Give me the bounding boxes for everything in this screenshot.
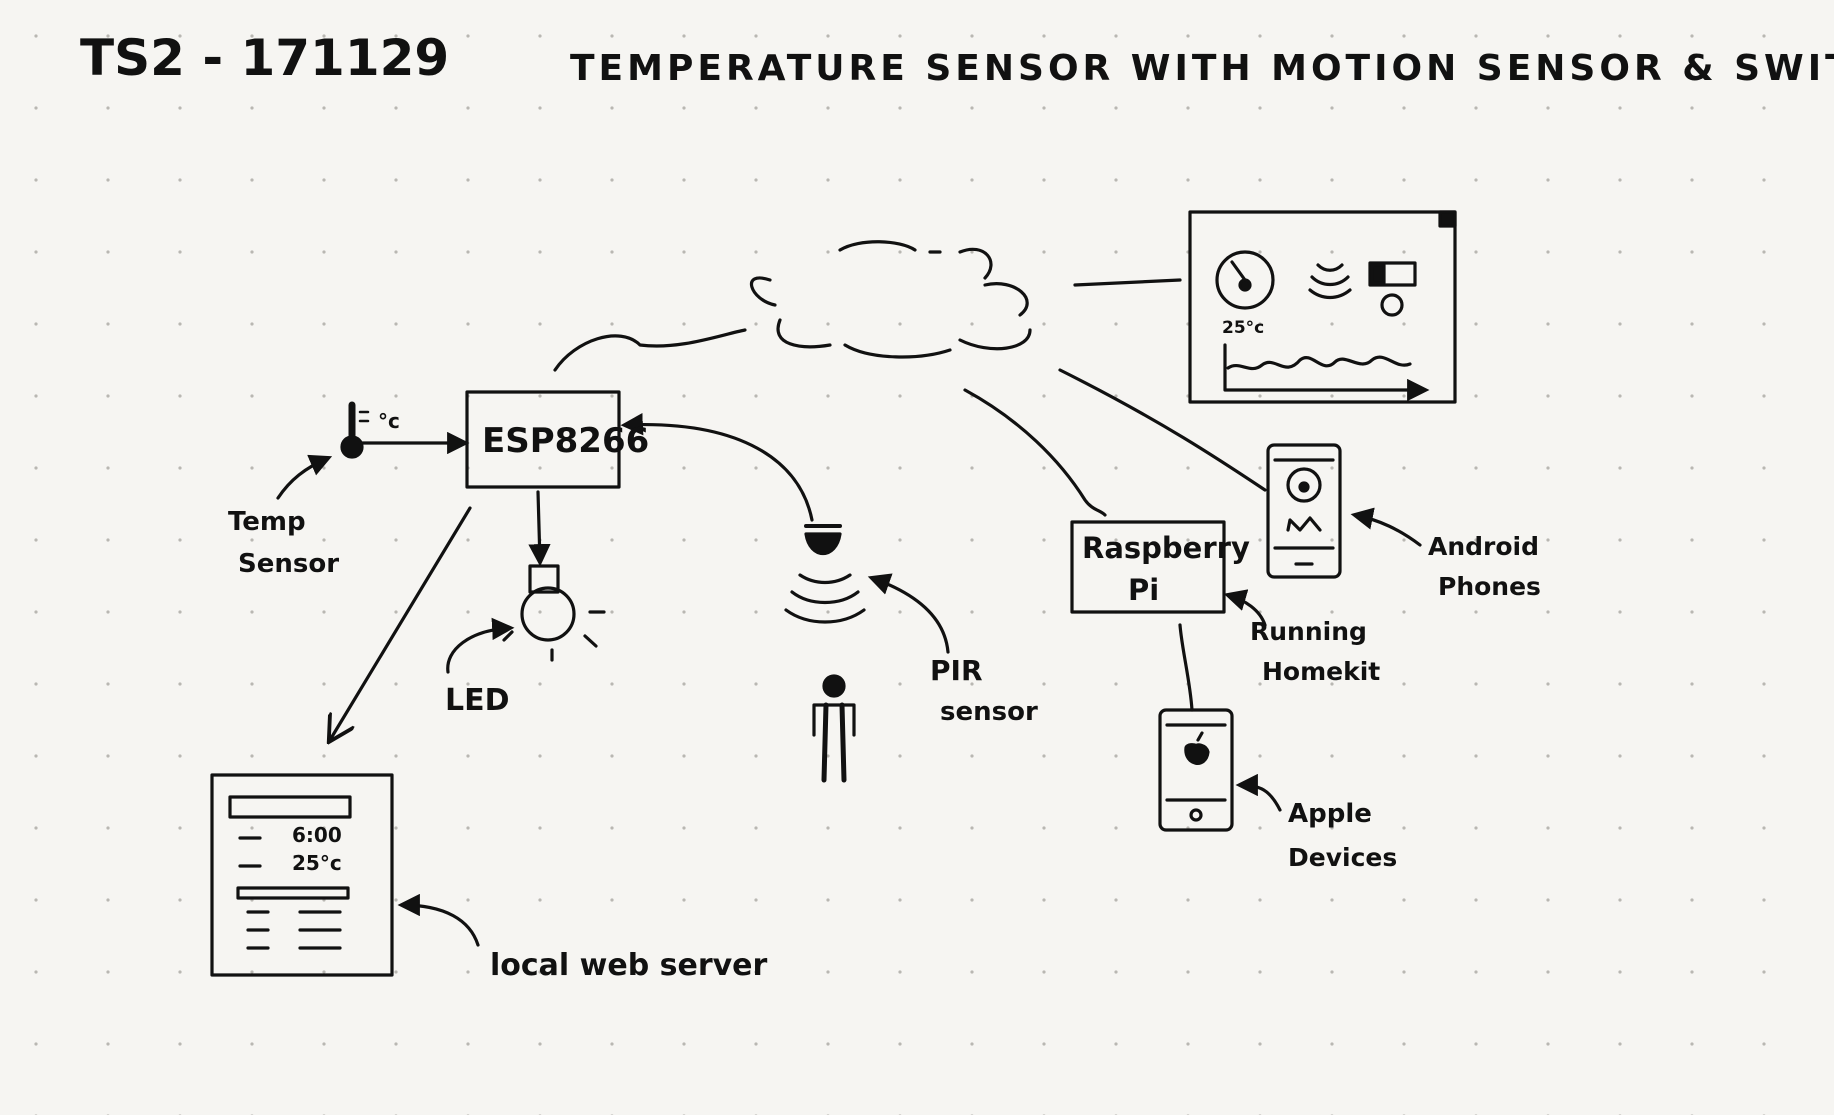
- chart-line: [1226, 355, 1412, 371]
- dashboard-temp-value: 25°c: [1222, 318, 1264, 338]
- rpi-apple-link: [1178, 623, 1194, 712]
- apple-label-line2: Devices: [1288, 843, 1397, 872]
- esp-cloud-link: [553, 328, 747, 372]
- esp-to-webserver-arrow: [330, 506, 472, 740]
- raspberry-pi-label-line2: Pi: [1128, 573, 1159, 607]
- pir-callout: [867, 573, 950, 654]
- gauge-icon: [1215, 250, 1275, 310]
- led-callout: [446, 617, 515, 674]
- diagram-title: TEMPERATURE SENSOR WITH MOTION SENSOR & …: [570, 48, 1834, 89]
- temp-sensor-label-line2: Sensor: [238, 549, 339, 579]
- diagram-id: TS2 - 171129: [80, 29, 449, 87]
- switch-bulb-icon: [1368, 261, 1417, 317]
- webserver-time-value: 6:00: [292, 823, 342, 847]
- pir-label-line1: PIR: [930, 654, 983, 687]
- esp8266-board: [465, 390, 621, 489]
- webserver-page-icon: [210, 773, 394, 977]
- webserver-label: local web server: [490, 948, 768, 983]
- dashboard-window: [1188, 210, 1457, 404]
- temp-sensor-label-line1: Temp: [228, 507, 306, 537]
- homekit-label-line1: Running: [1250, 617, 1367, 646]
- cloud-rpi-link: [963, 388, 1107, 517]
- webserver-temp-value: 25°c: [292, 851, 342, 875]
- wifi-signal-icon: [1308, 263, 1352, 300]
- apple-label-line1: Apple: [1288, 799, 1372, 829]
- cloud-dashboard-link: [1073, 278, 1182, 287]
- webserver-callout: [397, 893, 480, 947]
- android-phone-icon: [1266, 443, 1342, 579]
- led-label: LED: [445, 683, 510, 718]
- esp-to-led-arrow: [528, 490, 551, 567]
- esp8266-label: ESP8266: [482, 421, 649, 461]
- person-icon: [812, 674, 856, 783]
- chart-axes: [1223, 343, 1430, 402]
- cloud-android-link: [1058, 368, 1267, 492]
- thermometer-icon: [340, 401, 370, 459]
- temp-sensor-callout: [276, 454, 333, 500]
- android-label-line1: Android: [1428, 532, 1539, 561]
- raspberry-pi-label-line1: Raspberry: [1082, 531, 1250, 565]
- android-callout: [1350, 507, 1422, 547]
- led-bulb-icon: [502, 564, 606, 662]
- raspberry-pi-board: [1070, 520, 1226, 614]
- android-label-line2: Phones: [1438, 572, 1541, 601]
- apple-phone-icon: [1158, 708, 1234, 832]
- apple-callout: [1235, 773, 1282, 812]
- pir-to-esp-arrow: [620, 413, 814, 522]
- homekit-callout: [1223, 589, 1267, 627]
- pir-sensor-icon: [784, 524, 866, 624]
- homekit-label-line2: Homekit: [1262, 657, 1380, 686]
- celsius-label: °c: [378, 409, 400, 433]
- pir-label-line2: sensor: [940, 697, 1038, 727]
- cloud-icon: [750, 240, 1032, 359]
